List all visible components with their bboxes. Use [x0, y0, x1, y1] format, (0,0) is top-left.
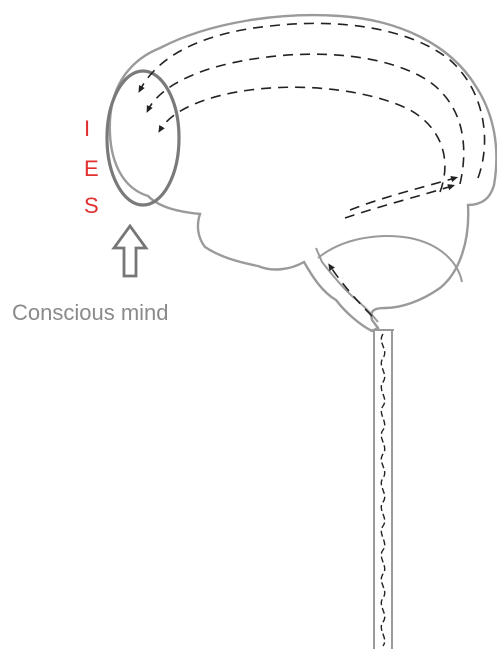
ies-letter-e: E	[84, 158, 99, 180]
flow-arrow-middle	[148, 54, 464, 184]
spinal-signal-line	[381, 334, 384, 646]
flow-arrow-outer	[140, 23, 485, 178]
flow-arrow-lower-2	[345, 186, 452, 218]
ies-letter-i: I	[84, 118, 90, 140]
flow-arrow-brainstem	[330, 266, 372, 316]
spinal-cord	[372, 330, 394, 649]
brain-outline	[110, 15, 497, 331]
up-arrow-icon	[114, 226, 146, 276]
conscious-mind-label: Conscious mind	[12, 300, 169, 326]
flow-arrow-lower	[350, 178, 455, 210]
flow-arrow-inner	[160, 87, 445, 192]
ies-letter-s: S	[84, 195, 99, 217]
frontal-lobe-highlight	[107, 71, 179, 205]
cerebellum-outline	[318, 236, 462, 282]
flow-arrows	[140, 23, 485, 316]
